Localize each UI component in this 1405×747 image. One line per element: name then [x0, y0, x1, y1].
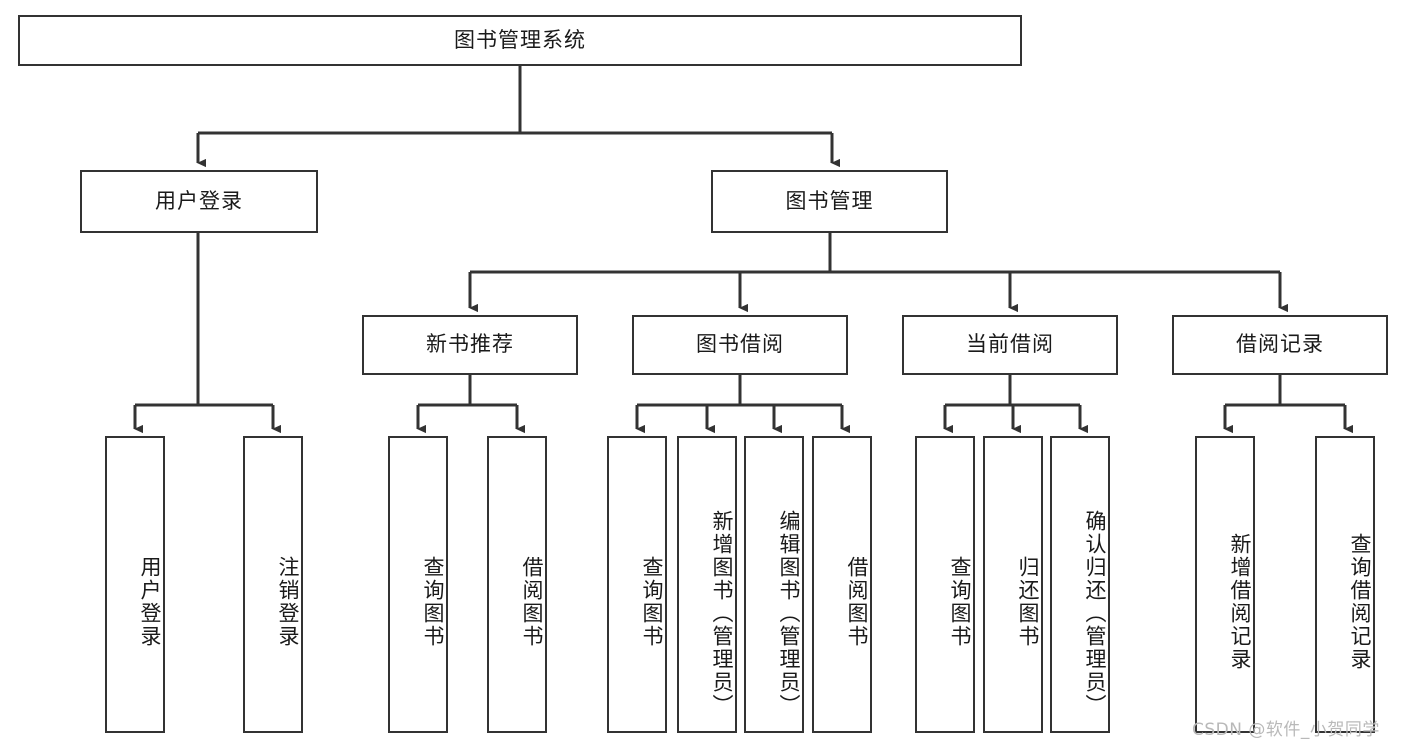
node-root[interactable]: 图书管理系统 — [18, 15, 1022, 66]
node-leaf-return-book[interactable]: 归还图书 — [983, 436, 1043, 733]
node-leaf-rec-borrow-book[interactable]: 借阅图书 — [487, 436, 547, 733]
node-leaf-edit-book-admin[interactable]: 编辑图书（管理员） — [744, 436, 804, 733]
node-user-login[interactable]: 用户登录 — [80, 170, 318, 233]
node-leaf-rec-query-book[interactable]: 查询图书 — [388, 436, 448, 733]
node-leaf-borrow-query-book[interactable]: 查询图书 — [607, 436, 667, 733]
csdn-watermark: CSDN @软件_小贺同学 — [1192, 720, 1380, 740]
node-leaf-user-login[interactable]: 用户登录 — [105, 436, 165, 733]
node-new-book-rec[interactable]: 新书推荐 — [362, 315, 578, 375]
node-leaf-cur-query-book[interactable]: 查询图书 — [915, 436, 975, 733]
node-leaf-borrow-book[interactable]: 借阅图书 — [812, 436, 872, 733]
node-leaf-confirm-return-admin[interactable]: 确认归还（管理员） — [1050, 436, 1110, 733]
node-current-borrow[interactable]: 当前借阅 — [902, 315, 1118, 375]
node-leaf-add-book-admin[interactable]: 新增图书（管理员） — [677, 436, 737, 733]
node-leaf-add-borrow-record[interactable]: 新增借阅记录 — [1195, 436, 1255, 733]
node-book-manage[interactable]: 图书管理 — [711, 170, 948, 233]
node-book-borrow[interactable]: 图书借阅 — [632, 315, 848, 375]
node-leaf-query-borrow-record[interactable]: 查询借阅记录 — [1315, 436, 1375, 733]
node-leaf-user-logout[interactable]: 注销登录 — [243, 436, 303, 733]
node-borrow-record[interactable]: 借阅记录 — [1172, 315, 1388, 375]
